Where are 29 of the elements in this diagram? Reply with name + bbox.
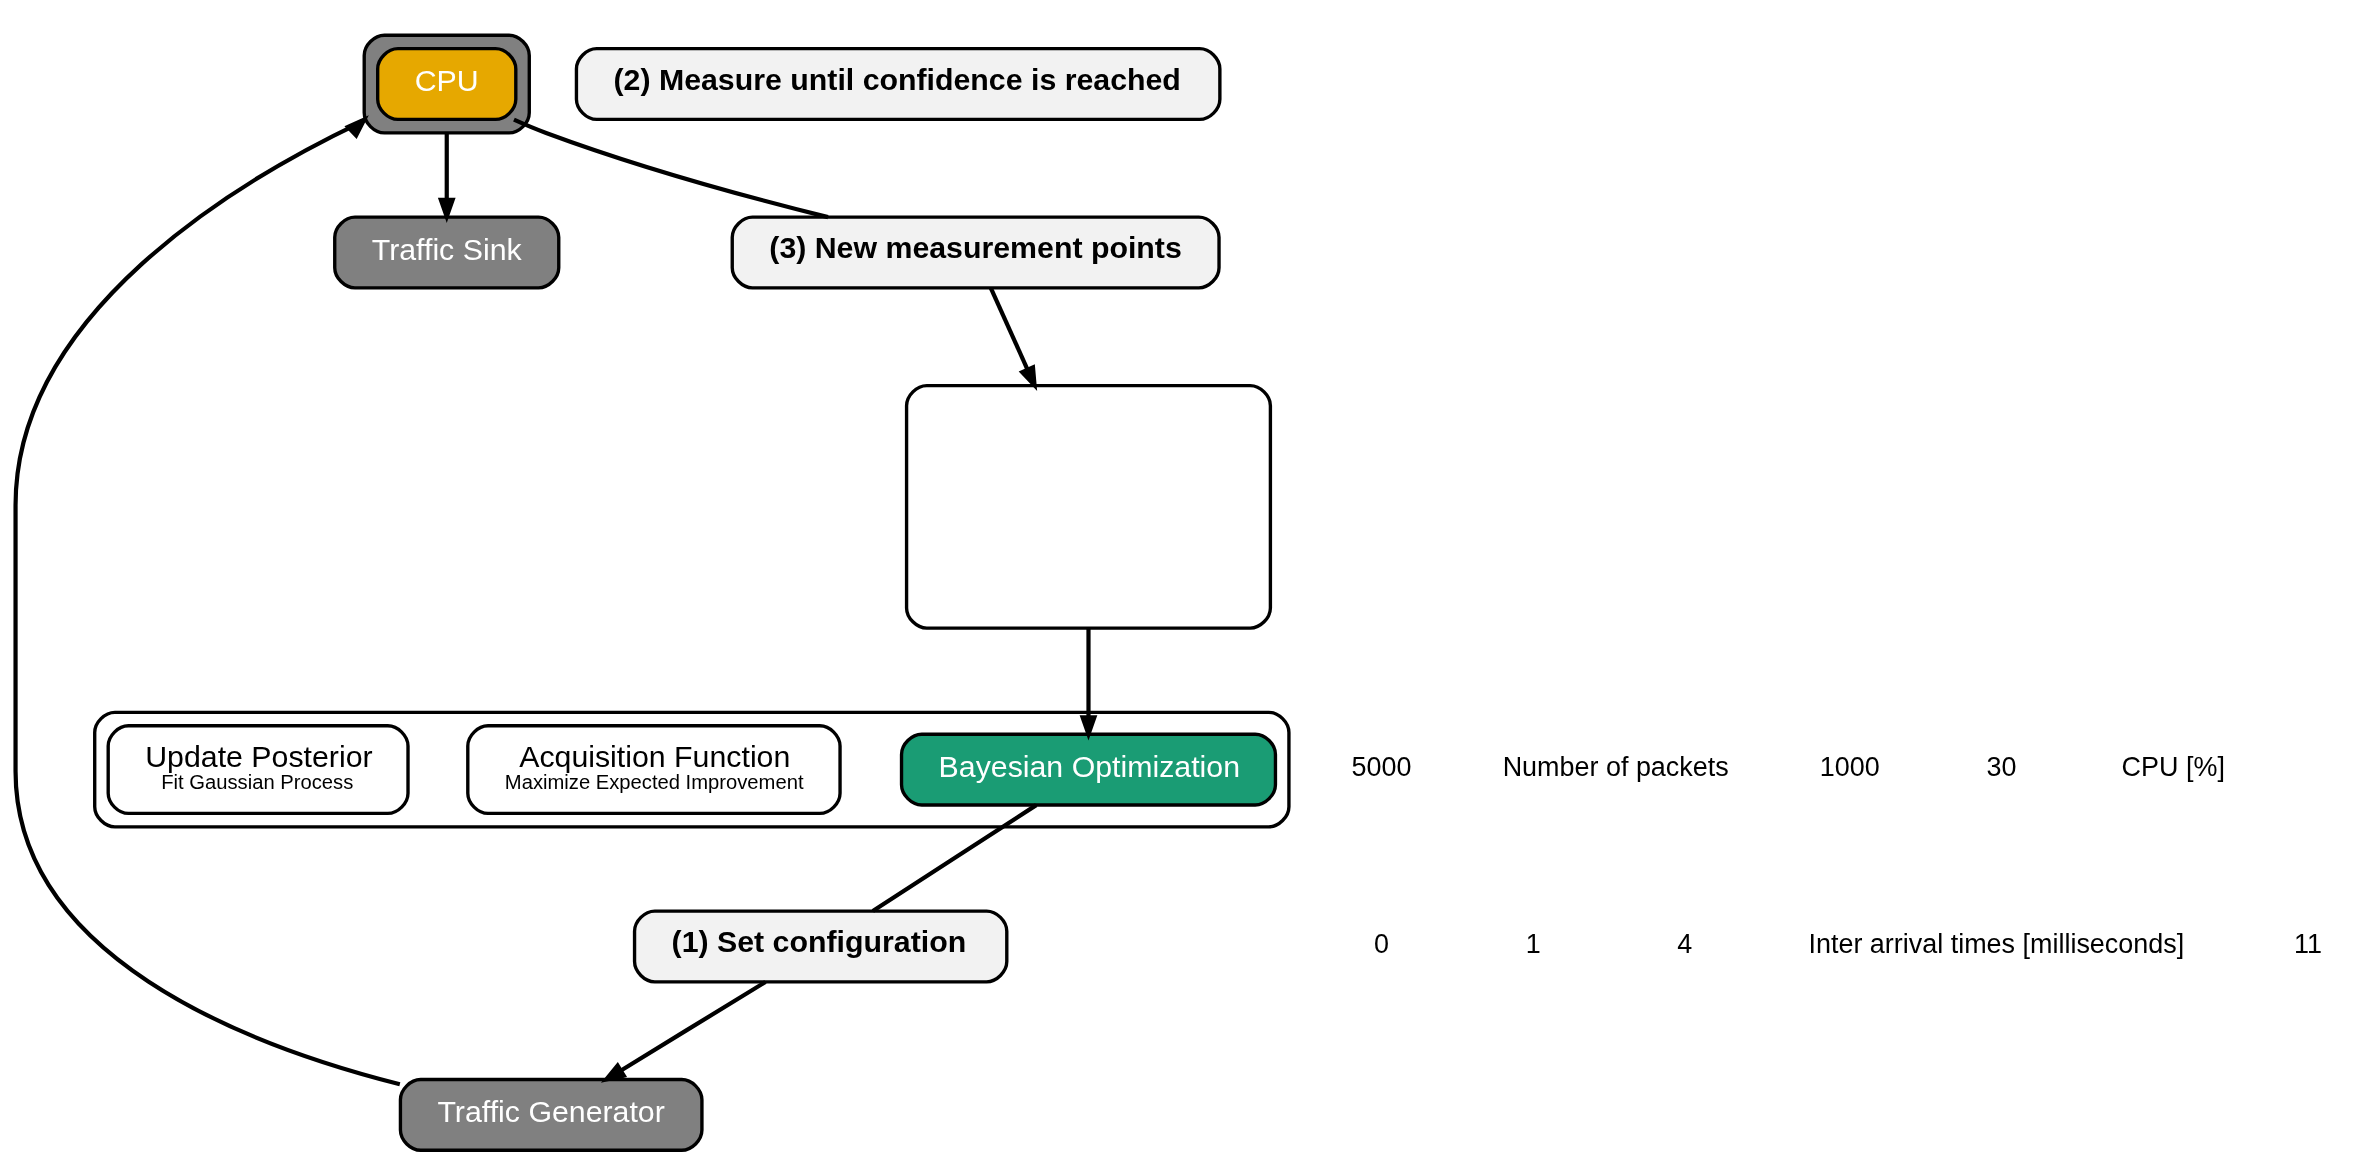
connector	[513, 117, 829, 220]
label: 5000	[1351, 752, 1412, 782]
node-box: Traffic Generator	[398, 1077, 704, 1152]
node-box: (3) New measurement points	[730, 215, 1221, 290]
node-box: Acquisition Function Maximize Expected Improvement	[466, 724, 842, 816]
label: 1	[1525, 928, 1541, 959]
connector	[871, 803, 1038, 913]
label: Number of packets	[1502, 752, 1729, 782]
node-box	[904, 383, 1273, 630]
node-box: Update Posterior Fit Gaussian Process	[106, 724, 410, 816]
label: 1000	[1819, 752, 1880, 782]
node-box: (2) Measure until confidence is reached	[574, 47, 1222, 122]
label: CPU [%]	[2121, 752, 2225, 782]
node-box: (1) Set configuration	[632, 909, 1009, 984]
node-box: Bayesian Optimization	[899, 732, 1278, 807]
label: 30	[1986, 752, 2017, 782]
label: 4	[1677, 928, 1693, 959]
cluster	[362, 33, 531, 135]
label: Inter arrival times [milliseconds]	[1808, 928, 2185, 959]
arrow	[1079, 628, 1098, 741]
label: 11	[2293, 928, 2322, 959]
node-box: CPU	[376, 47, 518, 122]
arrow	[988, 287, 1038, 391]
arrow	[13, 115, 401, 1087]
arrow	[600, 980, 767, 1083]
node-box: Traffic Sink	[333, 215, 561, 290]
label: 0	[1374, 928, 1390, 959]
arrow	[437, 132, 456, 224]
cluster	[93, 710, 1291, 829]
